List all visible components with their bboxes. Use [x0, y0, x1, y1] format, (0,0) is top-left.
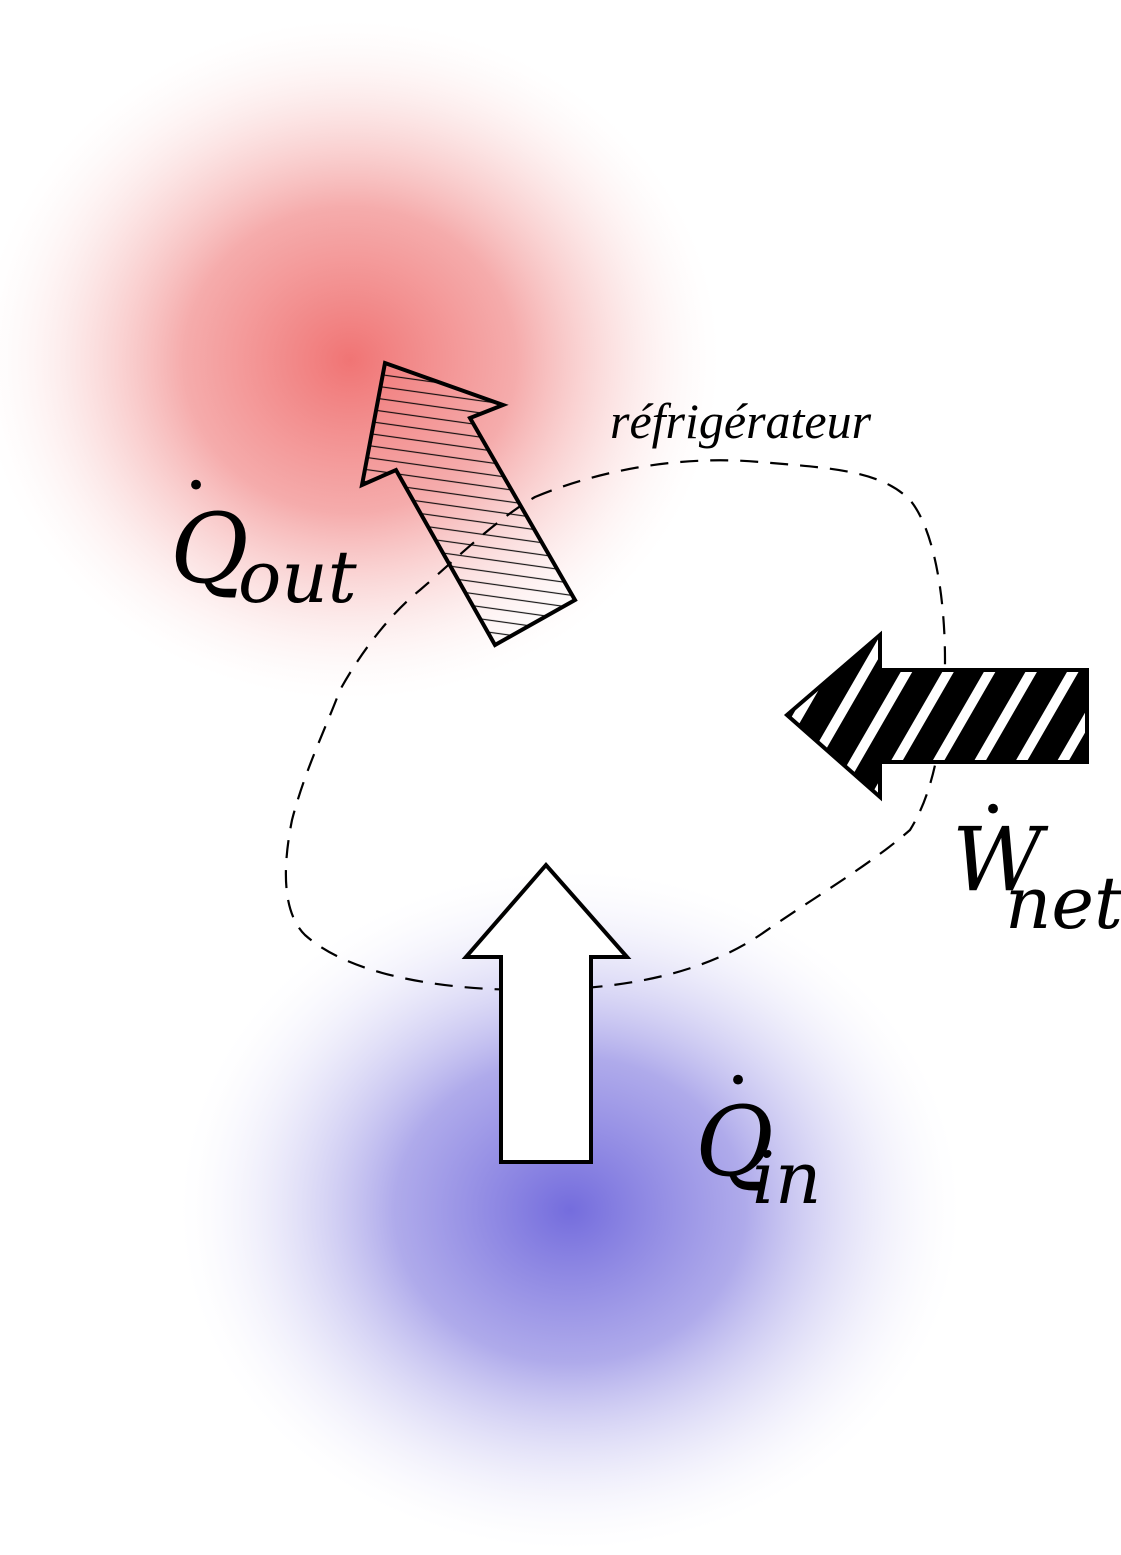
heat-out-symbol: Q — [170, 493, 249, 605]
heat-in-dot: • — [728, 1061, 748, 1101]
hot-reservoir — [0, 20, 720, 700]
heat-out-label: • Q out — [170, 466, 358, 619]
heat-in-label: • Q in — [695, 1061, 821, 1220]
heat-in-subscript: in — [752, 1136, 821, 1220]
work-net-label: • W net — [952, 790, 1121, 945]
work-net-symbol: W — [952, 808, 1049, 911]
heat-out-dot: • — [186, 466, 206, 506]
cold-reservoir — [180, 870, 960, 1550]
heat-out-subscript: out — [238, 535, 358, 619]
work-in-arrow — [783, 630, 1089, 802]
work-net-dot: • — [983, 790, 1003, 830]
heat-out-arrow — [359, 360, 578, 648]
system-label: réfrigérateur — [610, 393, 872, 449]
heat-in-arrow — [461, 861, 632, 1164]
heat-in-symbol: Q — [695, 1086, 774, 1198]
work-net-subscript: net — [1005, 861, 1121, 945]
